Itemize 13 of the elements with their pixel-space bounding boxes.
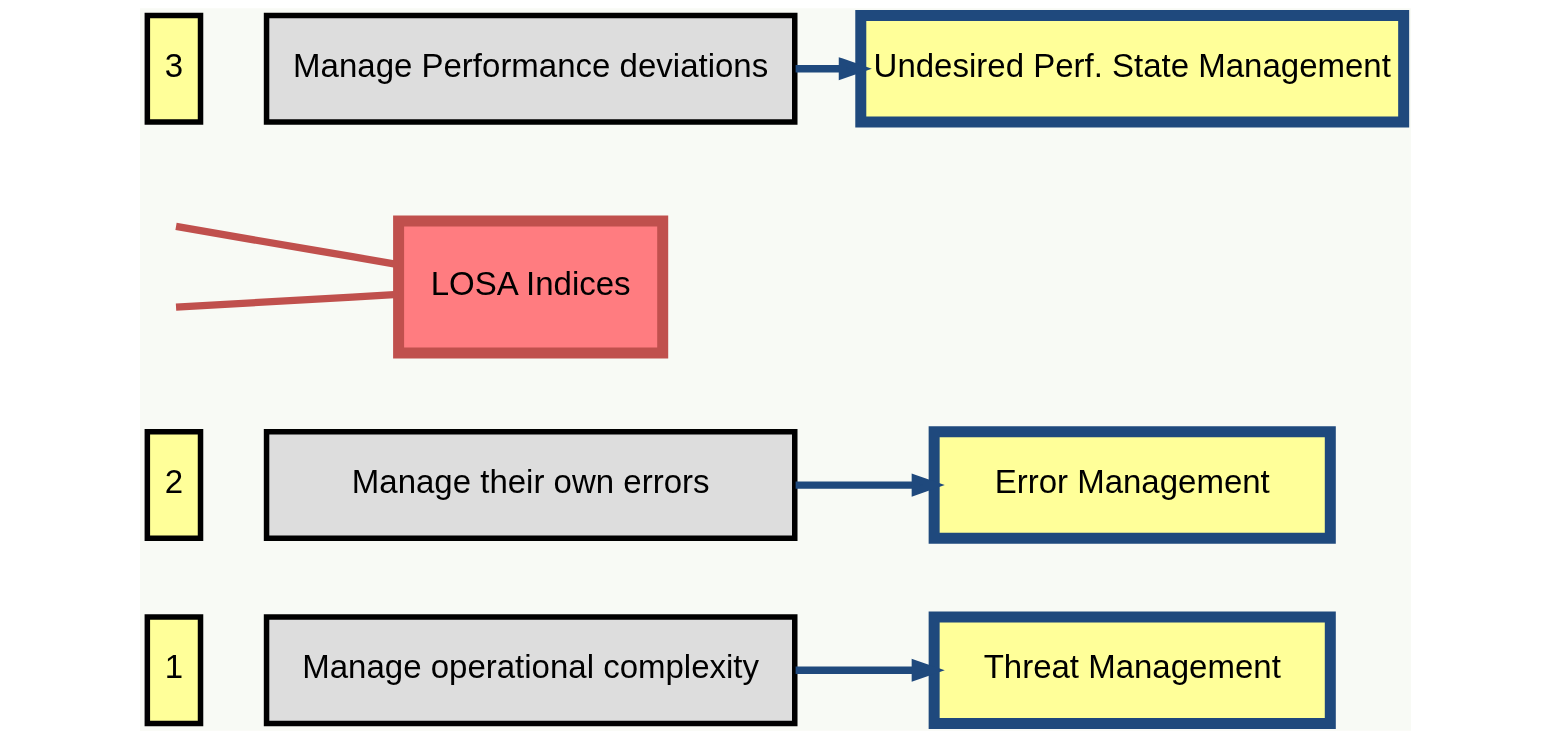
node-box: 2 xyxy=(144,429,204,541)
arrow xyxy=(795,57,872,81)
node-box: Undesired Perf. State Management xyxy=(855,10,1410,128)
node-box: Error Management xyxy=(928,426,1336,544)
node-box: Manage Performance deviations xyxy=(263,12,798,125)
node-box: LOSA Indices xyxy=(393,215,669,359)
node-box: Manage operational complexity xyxy=(263,614,798,727)
arrow xyxy=(795,658,945,682)
node-box: Threat Management xyxy=(928,611,1336,729)
node-box: 3 xyxy=(144,12,204,125)
node-box: 1 xyxy=(144,614,204,727)
arrow xyxy=(795,473,945,497)
node-box: Manage their own errors xyxy=(263,429,798,541)
